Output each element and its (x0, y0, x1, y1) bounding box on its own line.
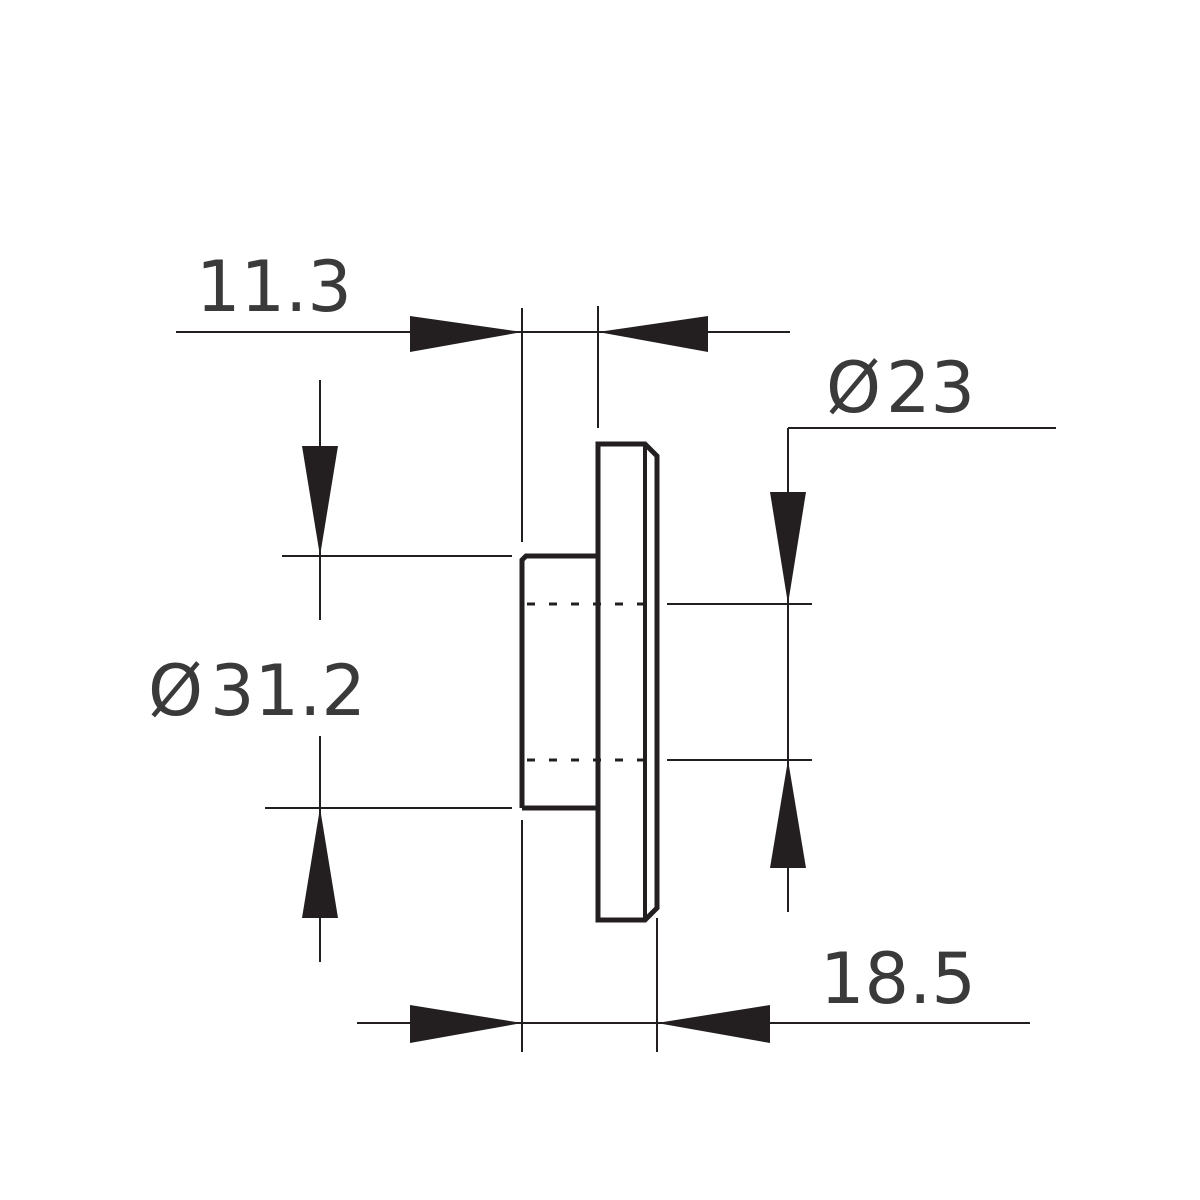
dimension-label-23: 23 (886, 347, 975, 429)
arrow-right-icon (410, 1005, 522, 1043)
arrow-down-icon (302, 446, 338, 556)
arrow-left-icon (657, 1005, 770, 1043)
hidden-bore-lines (527, 602, 812, 762)
dimension-shaft-diameter: Ø 31.2 (148, 380, 512, 962)
diameter-symbol: Ø (148, 650, 203, 732)
part-outline (519, 441, 660, 923)
dimension-label-31-2: 31.2 (210, 650, 366, 732)
dimension-total-length: 18.5 (357, 820, 1030, 1052)
arrow-right-icon (410, 316, 522, 352)
diameter-symbol: Ø (826, 347, 881, 429)
dimension-label-11-3: 11.3 (196, 246, 352, 328)
arrow-up-icon (302, 808, 338, 918)
dimension-hole-diameter: Ø 23 (770, 347, 1056, 912)
dimension-flange-offset: 11.3 (176, 246, 790, 542)
arrow-up-icon (770, 760, 806, 868)
arrow-left-icon (598, 316, 708, 352)
dimension-label-18-5: 18.5 (820, 938, 976, 1020)
arrow-down-icon (770, 492, 806, 604)
